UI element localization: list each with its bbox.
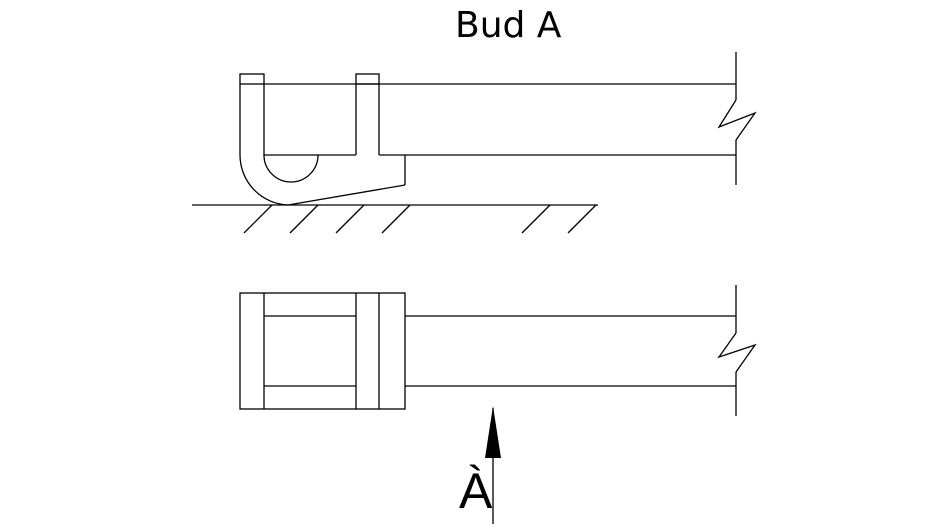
elevation-view — [192, 52, 757, 234]
view-letter: À — [459, 463, 493, 519]
plan-view — [239, 285, 757, 416]
arrowhead-icon — [485, 406, 501, 458]
view-arrow: À — [459, 406, 501, 524]
right-top-tab — [355, 73, 380, 85]
plate-outline — [239, 292, 406, 410]
view-title: Bud A — [455, 5, 562, 46]
break-zigzag — [717, 99, 757, 141]
left-top-tab — [239, 73, 265, 85]
plan-break-zigzag — [717, 332, 757, 373]
ground-hatching — [243, 204, 597, 234]
hook-outer-curve — [239, 84, 289, 206]
hook-inner-arc — [263, 154, 319, 183]
hook-inner-edge — [263, 84, 356, 156]
wedge-slope — [287, 184, 406, 206]
